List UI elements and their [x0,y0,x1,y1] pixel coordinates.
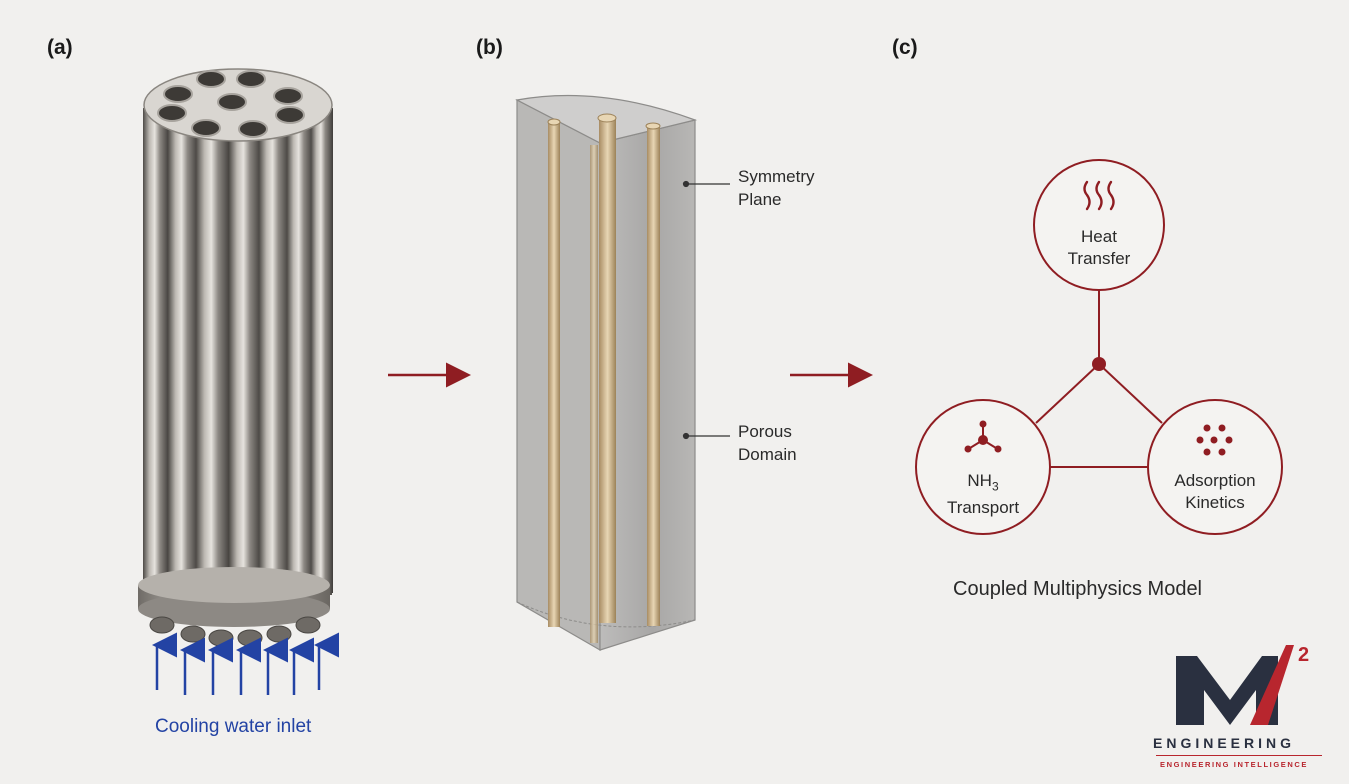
symmetry-plane-label: Symmetry Plane [738,167,815,209]
tube-stub [149,616,175,634]
panel-label-c: (c) [892,36,918,59]
tube [311,108,333,593]
panel-label-a: (a) [47,36,73,59]
logo-name: ENGINEERING [1153,735,1296,751]
node-nh3-circle [915,399,1051,535]
molecule-icon [964,420,1002,453]
tube-rod-end [645,122,661,130]
tube-rod-end [547,118,561,126]
tube-stub [266,625,292,643]
link-center-adsorption [1098,363,1163,424]
tube-hole [217,93,247,111]
node-adsorption-kinetics-label: Adsorption Kinetics [1174,471,1256,512]
tube-hole [236,70,266,88]
logo-superscript: 2 [1298,644,1310,666]
multiphysics-diagram [915,159,1283,535]
node-adsorption-circle [1147,399,1283,535]
heat-wave [1083,180,1091,211]
node-heat-transfer-label: Heat Transfer [1067,227,1131,268]
adsorption-dots-icon [1196,424,1233,456]
link-center-nh3 [1035,363,1100,424]
tube [168,110,198,595]
heat-wave [1095,180,1103,211]
tube [287,110,313,595]
panel-label-b: (b) [476,36,503,59]
logo-divider [1156,755,1322,756]
coupled-model-caption: Coupled Multiphysics Model [953,578,1203,600]
tube-hole [238,120,268,138]
tube-rod [548,122,560,627]
tube-stub [295,616,321,634]
tube-hole [191,119,221,137]
heat-wave [1107,180,1115,211]
inlet-arrows [152,632,339,695]
base-ring-top [138,567,330,603]
node-heat-circle [1033,159,1165,291]
tube-hole [273,87,303,105]
porous-domain-label: Porous Domain [738,422,797,464]
tube-stub [208,629,234,647]
tube-rod [599,118,616,623]
tube-stub [180,625,206,643]
tube-hole [163,85,193,103]
tube-bundle [138,68,333,647]
top-holes [157,70,305,138]
cooling-water-inlet-label: Cooling water inlet [155,716,312,737]
coupling-node [1092,357,1106,371]
tube [229,110,261,595]
node-nh3-transport-label: NH3 Transport [946,471,1020,518]
quarter-domain [515,94,698,652]
tube-rod [647,126,660,626]
tube [259,110,289,595]
tube [143,108,169,593]
heat-icon [1083,180,1115,211]
logo-mark [1176,645,1294,725]
tube-rod-half [590,145,598,643]
domain-bottom-edge [516,601,696,628]
tube [196,110,230,595]
tube-hole [196,70,226,88]
tube-hole [275,106,305,124]
tube-stub [237,629,263,647]
callout-lines [682,180,730,440]
tube-hole [157,104,187,122]
tube-rod-end [597,113,617,123]
logo-tagline: ENGINEERING INTELLIGENCE [1160,760,1308,769]
